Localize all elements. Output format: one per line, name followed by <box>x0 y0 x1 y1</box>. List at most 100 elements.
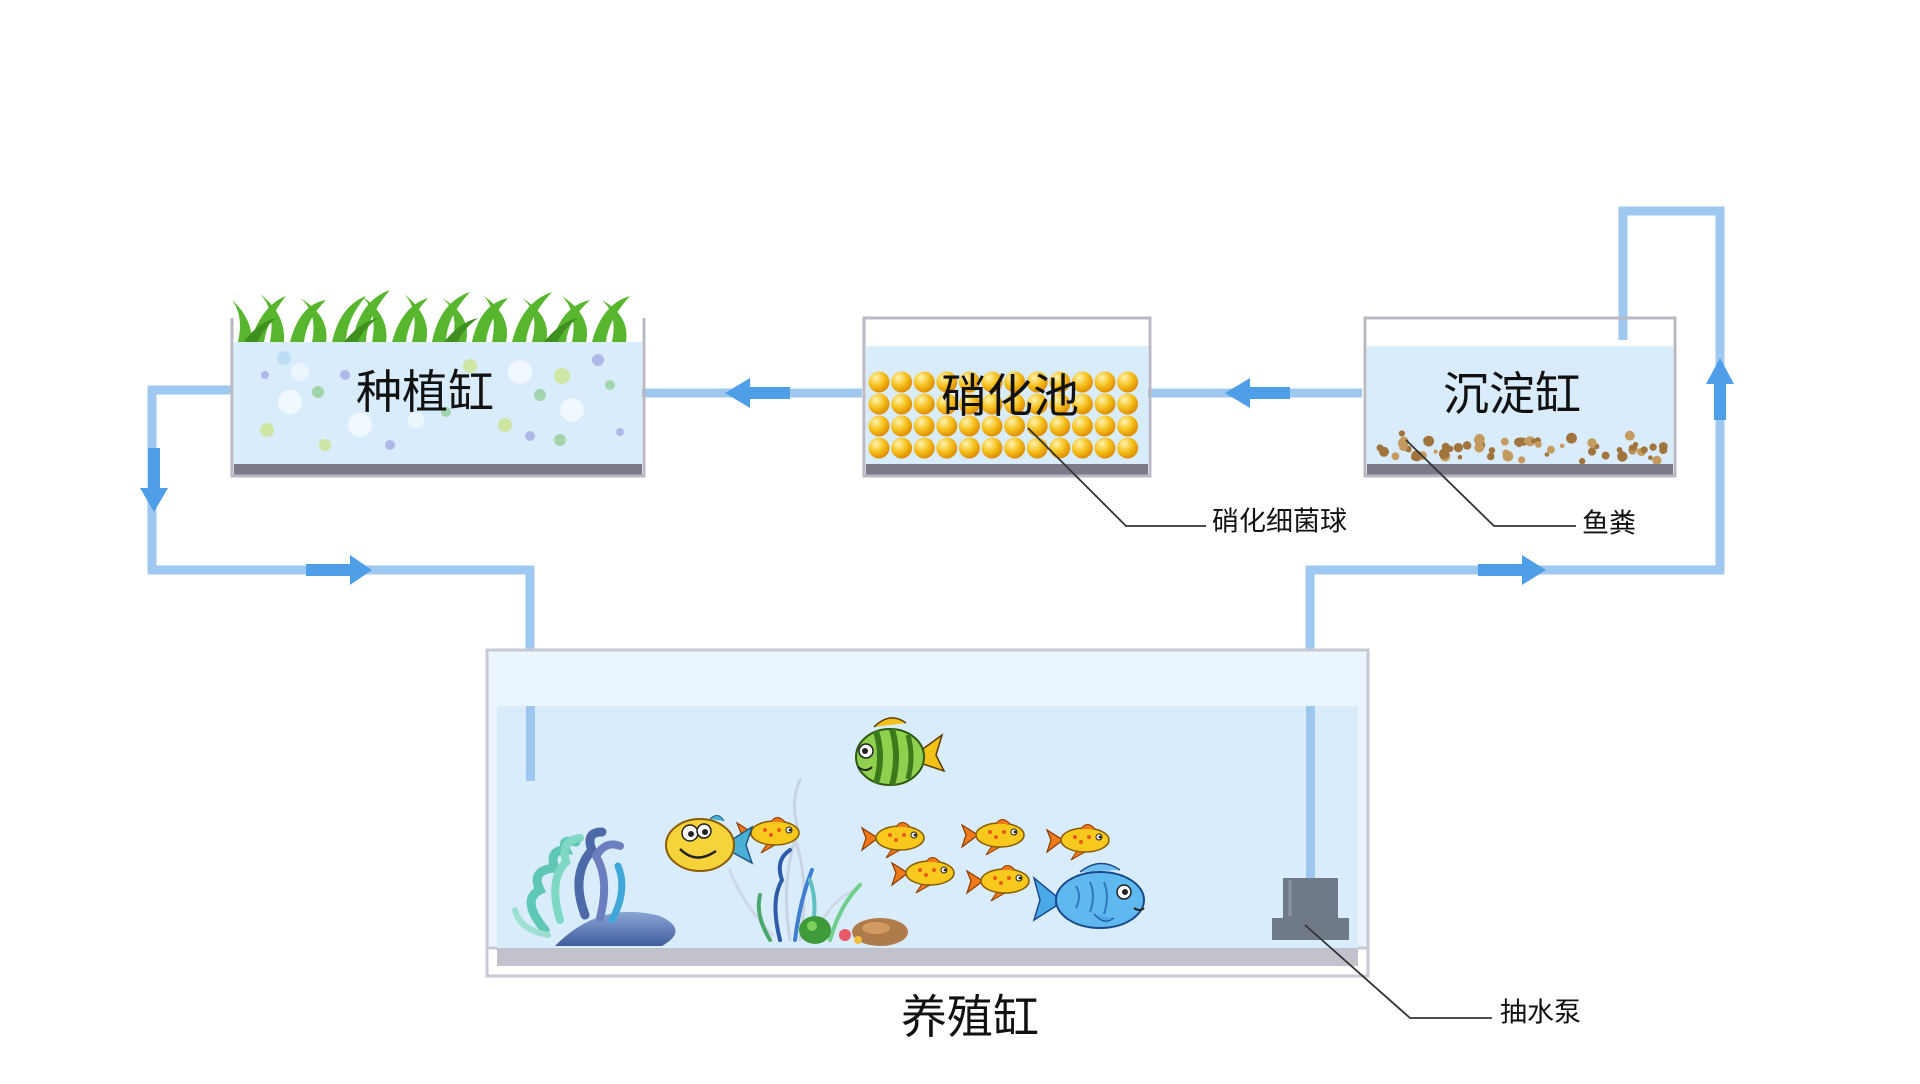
bacteria-ball <box>1049 437 1071 459</box>
planting-tank <box>230 290 646 478</box>
fish-icon <box>1032 862 1145 929</box>
bacteria-ball <box>958 393 980 415</box>
bacteria-ball <box>1026 437 1048 459</box>
waste-speck <box>1648 455 1653 461</box>
nitrification-tank <box>862 316 1152 478</box>
waste-speck <box>1617 451 1628 462</box>
bacteria-ball <box>891 415 913 437</box>
waste-speck <box>1652 455 1662 465</box>
bacteria-ball <box>981 393 1003 415</box>
waste-speck <box>1500 437 1509 446</box>
bacteria-ball <box>1117 393 1139 415</box>
arrow-icon <box>1225 378 1290 408</box>
breeding-tank-label: 养殖缸 <box>901 990 1039 1044</box>
fish-icon <box>965 865 1030 902</box>
water-pump-label: 抽水泵 <box>1500 997 1581 1029</box>
sedimentation-tank-label: 沉淀缸 <box>1443 367 1581 421</box>
leader-bacteria-balls <box>1027 427 1206 527</box>
bacteria-ball <box>1004 437 1026 459</box>
planting-tank-label: 种植缸 <box>356 365 494 419</box>
waste-speck <box>1534 441 1542 448</box>
leader-water-pump <box>1304 924 1492 1019</box>
bacteria-ball <box>1026 393 1048 415</box>
bacteria-ball <box>1117 415 1139 437</box>
waste-speck <box>1488 447 1496 454</box>
waste-speck <box>1601 451 1610 460</box>
waste-speck <box>1649 443 1657 451</box>
pipe-pump-to-sedimentation <box>1305 206 1725 880</box>
bacteria-ball <box>1094 437 1116 459</box>
bacteria-ball <box>958 415 980 437</box>
nitrification-tank-label: 硝化池 <box>941 369 1079 423</box>
waste-speck <box>1587 438 1597 448</box>
bacteria-ball <box>868 437 890 459</box>
bacteria-ball <box>913 371 935 393</box>
waste-speck <box>1624 430 1635 441</box>
bacteria-ball <box>1071 437 1093 459</box>
bubble-icon <box>260 351 624 451</box>
bacteria-ball <box>1094 415 1116 437</box>
bacteria-ball <box>913 393 935 415</box>
arrow-icon <box>306 555 372 585</box>
waste-speck <box>1399 442 1408 452</box>
bacteria-balls-label: 硝化细菌球 <box>1212 506 1347 538</box>
bacteria-ball <box>1071 393 1093 415</box>
bacteria-ball <box>958 371 980 393</box>
waste-speck <box>1566 432 1577 444</box>
arrow-icon <box>1706 358 1734 420</box>
waste-speck <box>1514 437 1523 447</box>
bacteria-ball <box>1071 371 1093 393</box>
waste-speck <box>1433 449 1438 454</box>
callout-lines <box>1027 427 1576 1019</box>
bacteria-ball <box>913 437 935 459</box>
waste-speck <box>1579 458 1586 465</box>
waste-speck <box>1457 454 1463 460</box>
bacteria-ball <box>1094 393 1116 415</box>
bacteria-ball <box>936 415 958 437</box>
waste-speck <box>1453 443 1463 453</box>
bacteria-ball <box>868 393 890 415</box>
bacteria-ball <box>981 415 1003 437</box>
waste-speck <box>1486 452 1495 461</box>
fish-icon <box>855 717 946 786</box>
waste-speck <box>1587 447 1597 456</box>
bacteria-ball <box>981 437 1003 459</box>
bacteria-ball <box>868 415 890 437</box>
bacteria-ball <box>936 437 958 459</box>
waste-speck <box>1559 443 1565 449</box>
bacteria-ball <box>936 371 958 393</box>
waste-speck <box>1391 452 1400 461</box>
waste-speck <box>1447 445 1454 452</box>
bacteria-ball <box>1049 371 1071 393</box>
bacteria-ball <box>891 393 913 415</box>
waste-speck <box>1398 430 1405 437</box>
waste-speck <box>1463 441 1472 450</box>
waste-speck <box>1531 438 1537 444</box>
bacteria-ball <box>1049 393 1071 415</box>
sedimentation-tank <box>1363 316 1677 478</box>
fish-icon <box>890 857 955 894</box>
leader-fish-waste <box>1405 439 1576 527</box>
waste-speck <box>1438 448 1450 460</box>
arrow-icon <box>140 448 168 512</box>
bacteria-ball <box>1004 393 1026 415</box>
bacteria-ball <box>1117 437 1139 459</box>
fish-icon <box>960 819 1025 856</box>
waste-speck <box>1502 451 1514 462</box>
waste-icon <box>1376 430 1668 465</box>
bacteria-ball <box>936 393 958 415</box>
pipe-planting-to-breeding <box>147 385 535 775</box>
bacteria-ball <box>868 371 890 393</box>
waste-speck <box>1518 456 1526 464</box>
bacteria-ball <box>1117 371 1139 393</box>
waste-speck <box>1544 452 1550 457</box>
ball-icon <box>868 371 1139 459</box>
coral-icon <box>512 827 676 946</box>
waste-speck <box>1474 433 1485 445</box>
waste-speck <box>1658 442 1668 451</box>
flow-arrows <box>140 358 1734 585</box>
waste-speck <box>1616 447 1623 453</box>
fish-icon <box>860 822 925 859</box>
